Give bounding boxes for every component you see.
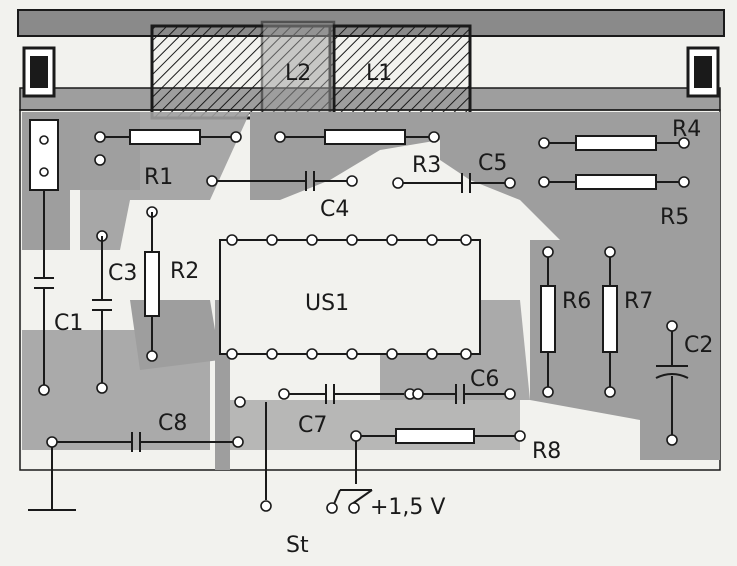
- coil-l2-label: L2: [285, 61, 311, 86]
- ground-icon: [28, 447, 76, 511]
- capacitor-c1-label: C1: [54, 311, 83, 336]
- capacitor-c7: [278, 384, 416, 404]
- resistor-r2: [144, 206, 160, 362]
- capacitor-c6-label: C6: [470, 367, 499, 392]
- resistor-r4: [538, 135, 690, 151]
- coil-l1-label: L1: [366, 61, 392, 86]
- capacitor-c5: [392, 173, 516, 193]
- output-terminal: [234, 396, 272, 512]
- output-label: St: [286, 533, 309, 558]
- capacitor-c6: [412, 384, 516, 404]
- resistor-r6: [540, 246, 556, 398]
- capacitor-c8-label: C8: [158, 411, 187, 436]
- capacitor-c7-label: C7: [298, 413, 327, 438]
- resistor-r6-label: R6: [562, 289, 591, 314]
- resistor-r8: [350, 428, 526, 444]
- resistor-r8-label: R8: [532, 439, 561, 464]
- capacitor-c4-label: C4: [320, 197, 349, 222]
- capacitor-c2: [655, 320, 689, 446]
- capacitor-c3: [92, 230, 112, 394]
- capacitor-c8: [46, 432, 244, 452]
- capacitor-c3-label: C3: [108, 261, 137, 286]
- ic-us1-outline: [219, 239, 481, 355]
- capacitor-c5-label: C5: [478, 151, 507, 176]
- resistor-r4-label: R4: [672, 117, 701, 142]
- left-clamp-icon: [22, 46, 56, 98]
- resistor-r5: [538, 174, 690, 190]
- resistor-r5-label: R5: [660, 205, 689, 230]
- resistor-r2-label: R2: [170, 259, 199, 284]
- resistor-r1-label: R1: [144, 165, 173, 190]
- ic-us1-label: US1: [305, 291, 349, 316]
- resistor-r7: [602, 246, 618, 398]
- right-clamp-icon: [686, 46, 720, 98]
- ic-us1-pads: [226, 234, 472, 360]
- coil-l1-winding: [328, 24, 472, 120]
- resistor-r3: [274, 129, 440, 145]
- capacitor-c1: [29, 119, 59, 396]
- supply-terminal: [326, 441, 373, 514]
- capacitor-c4: [206, 171, 358, 191]
- resistor-r7-label: R7: [624, 289, 653, 314]
- resistor-r1: [94, 129, 242, 166]
- resistor-r3-label: R3: [412, 153, 441, 178]
- supply-label: +1,5 V: [370, 495, 445, 520]
- capacitor-c2-label: C2: [684, 333, 713, 358]
